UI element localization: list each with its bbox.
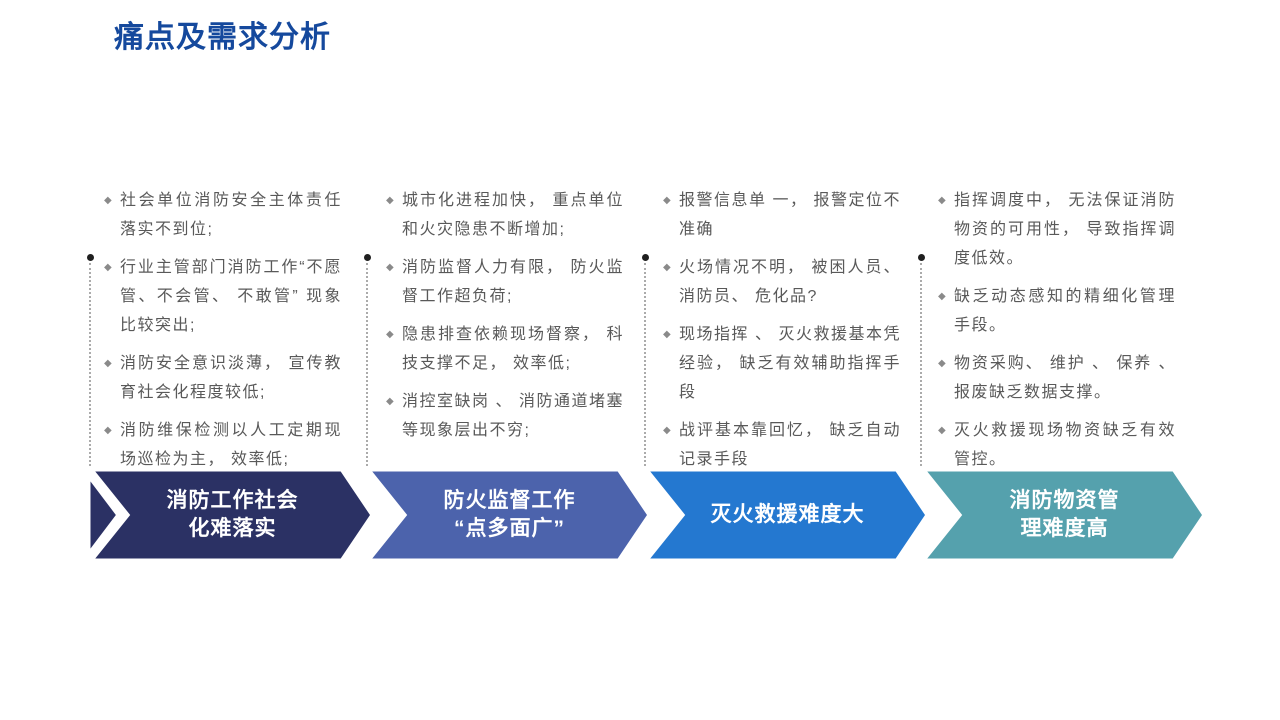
connector-dotted-line	[644, 263, 646, 466]
list-item: ◆ 物资采购、 维护 、 保养 、 报废缺乏数据支撑。	[938, 349, 1176, 407]
chevron-banner-2	[361, 466, 654, 564]
bullet-text: 消防监督人力有限， 防火监督工作超负荷;	[402, 259, 624, 305]
banner-label-line: 理难度高	[1020, 517, 1109, 540]
column-pain-points-4: ◆ 指挥调度中， 无法保证消防物资的可用性， 导致指挥调度低效。 ◆ 缺乏动态感…	[938, 186, 1176, 483]
connector-dotted-line	[920, 263, 922, 466]
list-item: ◆ 隐患排查依赖现场督察， 科技支撑不足， 效率低;	[386, 320, 624, 378]
diamond-bullet-icon: ◆	[386, 262, 394, 273]
bullet-text: 城市化进程加快， 重点单位和火灾隐患不断增加;	[402, 192, 624, 238]
list-item: ◆ 消防监督人力有限， 防火监督工作超负荷;	[386, 253, 624, 311]
diamond-bullet-icon: ◆	[938, 425, 946, 436]
diamond-bullet-icon: ◆	[104, 425, 112, 436]
column-pain-points-2: ◆ 城市化进程加快， 重点单位和火灾隐患不断增加; ◆ 消防监督人力有限， 防火…	[386, 186, 624, 454]
page-title: 痛点及需求分析	[114, 21, 331, 54]
chevron-tail-1	[85, 466, 123, 564]
diamond-bullet-icon: ◆	[104, 358, 112, 369]
banner-label-line: 化难落实	[188, 517, 277, 540]
chevron-banner-3	[639, 466, 932, 564]
diamond-bullet-icon: ◆	[386, 195, 394, 206]
banner-label-2: 防火监督工作 “点多面广”	[402, 468, 617, 562]
banner-label-line: 防火监督工作	[443, 489, 576, 512]
connector-dot	[918, 254, 925, 261]
chevron-banner-row	[85, 466, 1209, 564]
diamond-bullet-icon: ◆	[386, 329, 394, 340]
connector-dot	[364, 254, 371, 261]
bullet-text: 社会单位消防安全主体责任落实不到位;	[120, 192, 342, 238]
list-item: ◆ 报警信息单 一， 报警定位不准确	[663, 186, 901, 244]
column-pain-points-3: ◆ 报警信息单 一， 报警定位不准确 ◆ 火场情况不明， 被困人员、消防员、 危…	[663, 186, 901, 483]
list-item: ◆ 行业主管部门消防工作“不愿管、不会管、 不敢管” 现象比较突出;	[104, 253, 342, 340]
banner-label-line: “点多面广”	[454, 517, 565, 540]
list-item: ◆ 消控室缺岗 、 消防通道堵塞等现象层出不穷;	[386, 387, 624, 445]
bullet-text: 隐患排查依赖现场督察， 科技支撑不足， 效率低;	[402, 326, 624, 372]
bullet-text: 战评基本靠回忆， 缺乏自动记录手段	[679, 422, 901, 468]
connector-dot	[87, 254, 94, 261]
banner-label-1: 消防工作社会 化难落实	[125, 468, 340, 562]
list-item: ◆ 城市化进程加快， 重点单位和火灾隐患不断增加;	[386, 186, 624, 244]
list-item: ◆ 现场指挥 、 灭火救援基本凭经验， 缺乏有效辅助指挥手段	[663, 320, 901, 407]
list-item: ◆ 缺乏动态感知的精细化管理手段。	[938, 282, 1176, 340]
banner-label-line: 灭火救援难度大	[710, 503, 865, 526]
list-item: ◆ 指挥调度中， 无法保证消防物资的可用性， 导致指挥调度低效。	[938, 186, 1176, 273]
banner-label-4: 消防物资管 理难度高	[957, 468, 1172, 562]
column-pain-points-1: ◆ 社会单位消防安全主体责任落实不到位; ◆ 行业主管部门消防工作“不愿管、不会…	[104, 186, 342, 483]
list-item: ◆ 灭火救援现场物资缺乏有效管控。	[938, 416, 1176, 474]
connector-dot	[642, 254, 649, 261]
bullet-text: 消控室缺岗 、 消防通道堵塞等现象层出不穷;	[402, 393, 624, 439]
banner-label-line: 消防工作社会	[166, 489, 299, 512]
bullet-text: 消防安全意识淡薄， 宣传教育社会化程度较低;	[120, 355, 342, 401]
connector-dotted-line	[366, 263, 368, 466]
diamond-bullet-icon: ◆	[104, 262, 112, 273]
bullet-text: 行业主管部门消防工作“不愿管、不会管、 不敢管” 现象比较突出;	[120, 259, 342, 334]
diamond-bullet-icon: ◆	[663, 425, 671, 436]
bullet-text: 火场情况不明， 被困人员、消防员、 危化品?	[679, 259, 901, 305]
list-item: ◆ 社会单位消防安全主体责任落实不到位;	[104, 186, 342, 244]
bullet-text: 消防维保检测以人工定期现场巡检为主， 效率低;	[120, 422, 342, 468]
list-item: ◆ 消防安全意识淡薄， 宣传教育社会化程度较低;	[104, 349, 342, 407]
bullet-text: 报警信息单 一， 报警定位不准确	[679, 192, 901, 238]
diamond-bullet-icon: ◆	[938, 358, 946, 369]
diamond-bullet-icon: ◆	[663, 329, 671, 340]
diamond-bullet-icon: ◆	[386, 396, 394, 407]
diamond-bullet-icon: ◆	[938, 195, 946, 206]
chevron-banner-4	[916, 466, 1209, 564]
diamond-bullet-icon: ◆	[938, 291, 946, 302]
bullet-text: 指挥调度中， 无法保证消防物资的可用性， 导致指挥调度低效。	[954, 192, 1176, 267]
list-item: ◆ 火场情况不明， 被困人员、消防员、 危化品?	[663, 253, 901, 311]
diamond-bullet-icon: ◆	[104, 195, 112, 206]
connector-dotted-line	[89, 263, 91, 466]
list-item: ◆ 消防维保检测以人工定期现场巡检为主， 效率低;	[104, 416, 342, 474]
bullet-text: 灭火救援现场物资缺乏有效管控。	[954, 422, 1176, 468]
banner-label-3: 灭火救援难度大	[680, 468, 895, 562]
banner-label-line: 消防物资管	[1009, 489, 1120, 512]
diamond-bullet-icon: ◆	[663, 262, 671, 273]
bullet-text: 现场指挥 、 灭火救援基本凭经验， 缺乏有效辅助指挥手段	[679, 326, 901, 401]
bullet-text: 物资采购、 维护 、 保养 、 报废缺乏数据支撑。	[954, 355, 1176, 401]
bullet-text: 缺乏动态感知的精细化管理手段。	[954, 288, 1176, 334]
chevron-banner-1	[85, 466, 377, 564]
diamond-bullet-icon: ◆	[663, 195, 671, 206]
list-item: ◆ 战评基本靠回忆， 缺乏自动记录手段	[663, 416, 901, 474]
